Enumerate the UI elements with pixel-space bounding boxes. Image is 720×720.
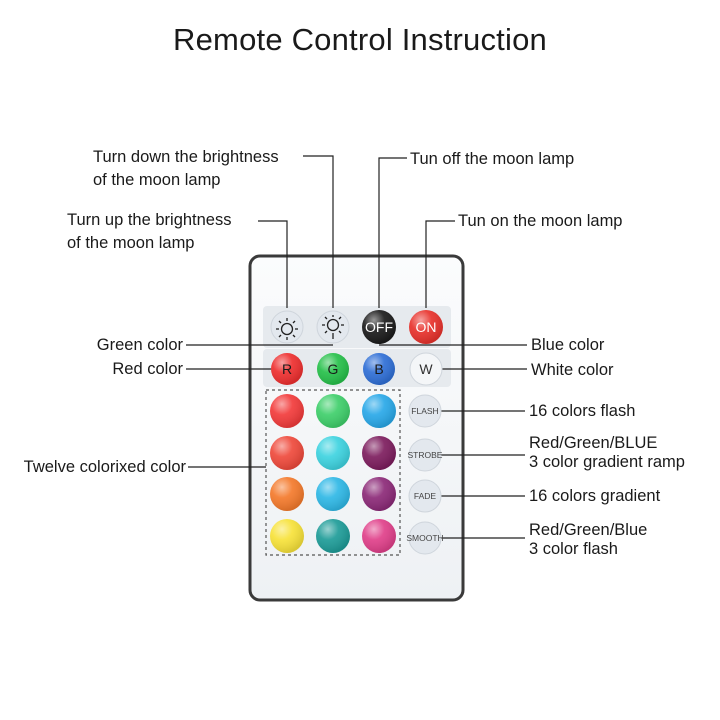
color-button-r1-c2[interactable] [316,394,350,428]
blue-button[interactable]: B [363,353,395,385]
label-brightness-up-2: of the moon lamp [67,234,195,252]
smooth-button[interactable]: SMOOTH [406,521,444,555]
white-button[interactable]: W [409,352,443,386]
green-button[interactable]: G [317,353,349,385]
label-strobe-1: Red/Green/BLUE [529,434,657,452]
top-row-pad [263,306,451,348]
label-fade: 16 colors gradient [529,487,661,505]
fade-button-label: FADE [414,491,437,501]
sun-down-icon [322,315,344,339]
color-button-r3-c1[interactable] [270,477,304,511]
on-button-label: ON [416,319,437,335]
white-button-label: W [419,361,433,377]
label-twelve: Twelve colorixed color [24,458,187,476]
brightness-up-button[interactable] [270,310,304,344]
color-button-r3-c3[interactable] [362,477,396,511]
label-strobe-2: 3 color gradient ramp [529,453,685,471]
color-button-r4-c1[interactable] [270,519,304,553]
flash-button-label: FLASH [411,406,438,416]
rgbw-row-pad [263,349,451,387]
leader-lines [186,155,527,539]
label-red: Red color [112,360,183,378]
color-button-r1-c1[interactable] [270,394,304,428]
page-title: Remote Control Instruction [173,22,547,57]
color-button-r4-c2[interactable] [316,519,350,553]
red-button[interactable]: R [271,353,303,385]
label-flash: 16 colors flash [529,402,635,420]
label-brightness-down-1: Turn down the brightness [93,148,279,166]
color-button-r2-c1[interactable] [270,436,304,470]
flash-button[interactable]: FLASH [408,394,442,428]
strobe-button[interactable]: STROBE [408,438,443,472]
label-brightness-up-1: Turn up the brightness [67,211,231,229]
color-button-r2-c3[interactable] [362,436,396,470]
brightness-down-button[interactable] [316,310,350,344]
label-smooth-1: Red/Green/Blue [529,521,647,539]
red-button-label: R [282,361,292,377]
label-smooth-2: 3 color flash [529,540,618,558]
label-off: Tun off the moon lamp [410,150,574,168]
on-button[interactable]: ON [409,310,443,344]
color-button-r3-c2[interactable] [316,477,350,511]
label-on: Tun on the moon lamp [458,212,622,230]
color-button-r2-c2[interactable] [316,436,350,470]
color-button-r1-c3[interactable] [362,394,396,428]
green-button-label: G [328,361,339,377]
label-brightness-down-2: of the moon lamp [93,171,221,189]
fade-button[interactable]: FADE [408,479,442,513]
color-button-r4-c3[interactable] [362,519,396,553]
label-blue: Blue color [531,336,605,354]
sun-up-icon [276,318,298,340]
color-grid [270,394,396,553]
blue-button-label: B [374,361,383,377]
strobe-button-label: STROBE [408,450,443,460]
color-grid-outline [265,389,401,556]
off-button-label: OFF [365,319,393,335]
label-green: Green color [97,336,184,354]
label-white: White color [531,361,614,379]
smooth-button-label: SMOOTH [406,533,443,543]
off-button[interactable]: OFF [362,310,396,344]
